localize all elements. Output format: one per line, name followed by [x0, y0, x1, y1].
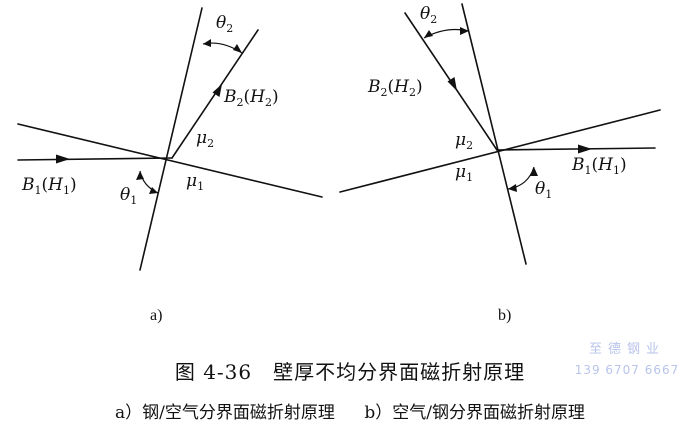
- figure-caption-subtitles: a）钢/空气分界面磁折射原理 b）空气/钢分界面磁折射原理: [0, 398, 700, 423]
- panel-a-refracted-label: B2(H2): [223, 87, 279, 109]
- panel-a-interface-line: [17, 123, 323, 198]
- watermark-name: 至德钢业: [588, 342, 665, 357]
- caption-sub-b: b）空气/钢分界面磁折射原理: [364, 403, 585, 423]
- panel-a: B1(H1) B2(H2) μ2 μ1 θ2 θ1 a): [17, 7, 323, 324]
- panel-b-refracted-arrowhead: [578, 144, 592, 154]
- panel-b: B2(H2) B1(H1) μ2 μ1 θ2 θ1 b): [339, 3, 661, 324]
- watermark: 至德钢业 139 6707 6667: [572, 340, 682, 380]
- panel-b-theta2-arrow-right: [460, 27, 469, 35]
- panel-b-theta1-arrow-left: [508, 184, 517, 192]
- panel-a-theta1-arrow-bottom: [149, 187, 158, 194]
- panel-b-theta1-arrow-top: [530, 167, 538, 176]
- panel-b-incident-arrowhead: [447, 77, 457, 91]
- panel-b-theta1-label: θ1: [535, 179, 552, 201]
- panel-a-theta1-arrow-top: [136, 171, 144, 180]
- panel-a-theta1-arc: [139, 170, 159, 194]
- panel-b-mu1-label: μ1: [455, 162, 473, 184]
- panel-b-incident-label: B2(H2): [367, 77, 423, 99]
- panel-a-mu1-label: μ1: [186, 171, 204, 193]
- panel-a-incident-label: B1(H1): [21, 175, 77, 197]
- panel-a-incident-arrowhead: [56, 154, 70, 164]
- panel-b-theta1-arc: [507, 166, 535, 190]
- panel-a-theta2-arrow-right: [233, 44, 242, 53]
- panel-b-normal-line: [461, 3, 527, 265]
- panel-b-mu2-label: μ2: [455, 130, 473, 152]
- panel-a-mu2-label: μ2: [196, 128, 214, 150]
- watermark-phone: 139 6707 6667: [574, 363, 680, 377]
- figure-caption-title: 图 4-36 壁厚不均分界面磁折射原理: [174, 360, 526, 384]
- panel-b-interface-line: [339, 109, 661, 193]
- panel-a-theta2-label: θ2: [216, 13, 233, 35]
- panel-a-theta2-arrow-left: [203, 39, 211, 47]
- caption-sub-a: a）钢/空气分界面磁折射原理: [115, 403, 335, 423]
- panel-b-refracted-ray: [496, 147, 656, 151]
- panel-a-refracted-arrowhead: [212, 84, 222, 97]
- panel-b-theta2-label: θ2: [420, 4, 437, 26]
- panel-a-theta1-label: θ1: [120, 185, 137, 207]
- panel-a-normal-line: [139, 7, 203, 271]
- panel-b-refracted-label: B1(H1): [571, 155, 627, 177]
- panel-a-label: a): [150, 307, 162, 324]
- panel-b-theta2-arrow-left: [424, 30, 433, 38]
- panel-a-incident-ray: [17, 157, 173, 161]
- panel-b-label: b): [498, 307, 511, 324]
